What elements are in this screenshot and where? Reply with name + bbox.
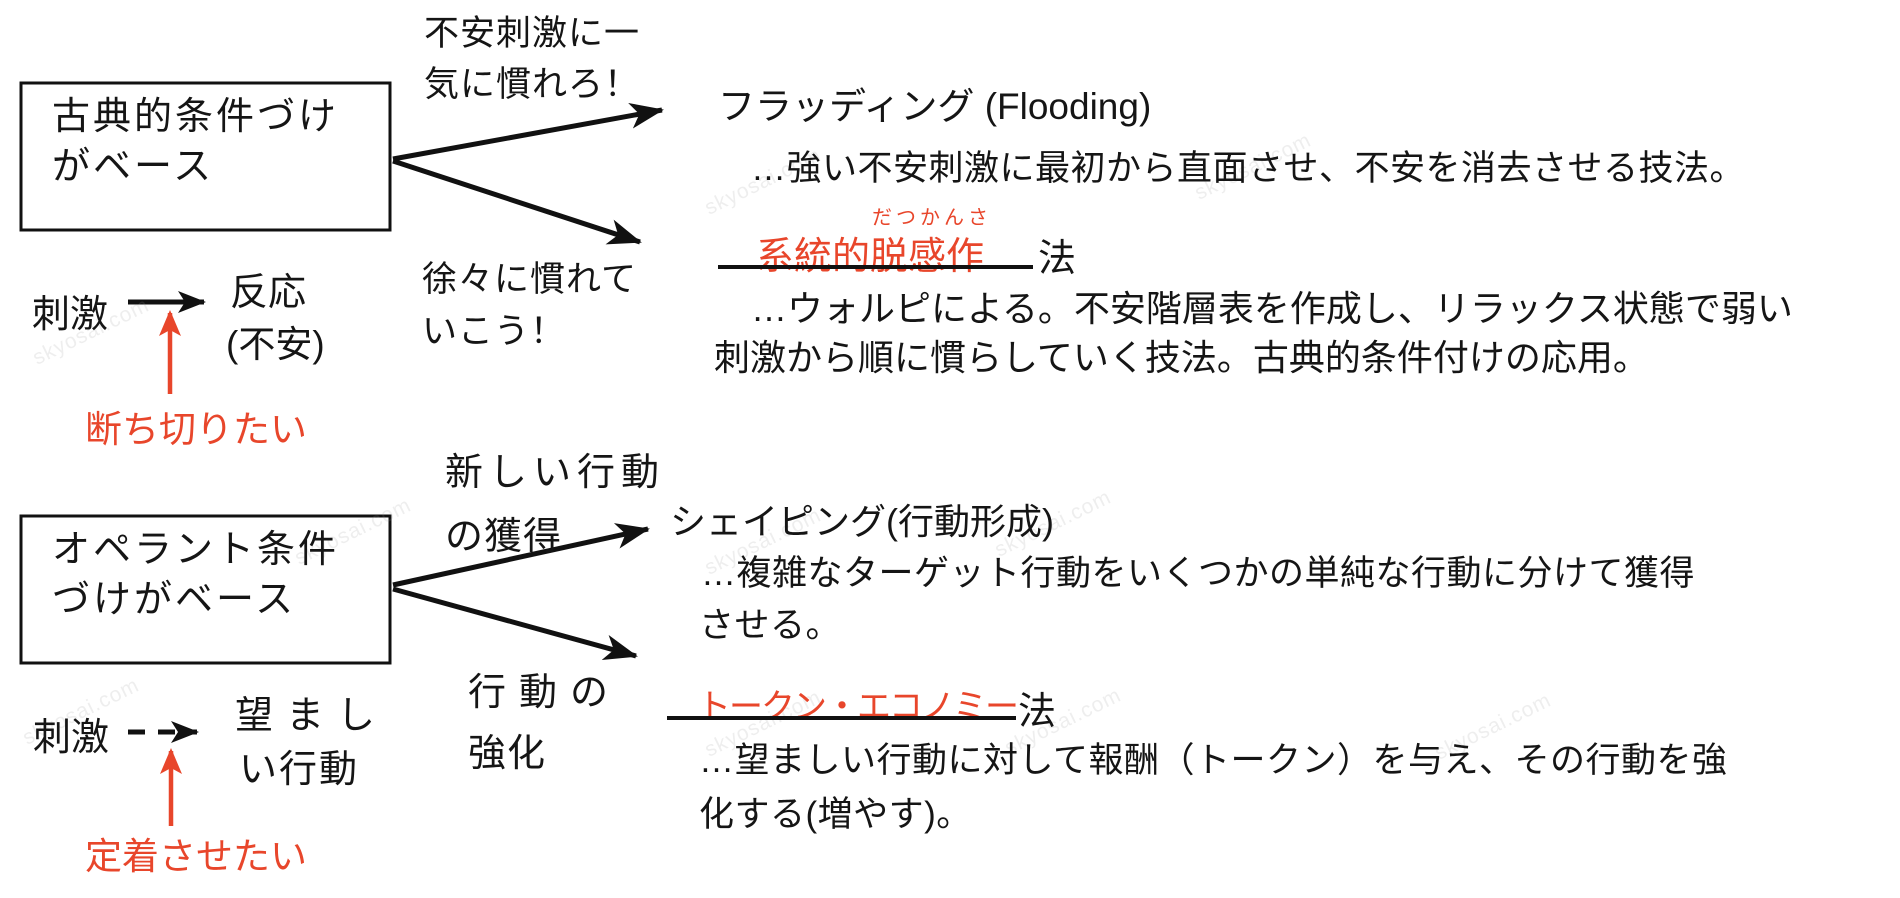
token-economy-blank-underline <box>667 716 1016 720</box>
operant-base-box-label: オペラント条件 づけがベース <box>52 529 340 621</box>
flooding-description: …強い不安刺激に最初から直面させ、不安を消去させる技法。 <box>751 149 1746 188</box>
operant-branch-bottom-line1: 行動の <box>468 672 622 714</box>
arrow-classical-to-desensitization <box>392 158 642 245</box>
desensitization-description-line1: …ウォルピによる。不安階層表を作成し、リラックス状態で弱い <box>751 288 1793 329</box>
classical-red-arrow-label: 断ち切りたい <box>85 409 307 450</box>
desensitization-suffix: 法 <box>1038 238 1077 280</box>
arrow-operant-to-shaping <box>392 523 650 588</box>
desensitization-furigana: だつかんさ <box>872 207 992 229</box>
token-economy-suffix: 法 <box>1018 691 1057 733</box>
operant-branch-top-line1: 新しい行動 <box>445 452 666 494</box>
classical-response-note: (不安) <box>226 324 325 365</box>
desensitization-blank-underline <box>718 265 1033 269</box>
operant-stimulus-label: 刺激 <box>33 717 110 759</box>
operant-branch-bottom-line2: 強化 <box>468 733 547 775</box>
shaping-description-line1: …複雑なターゲット行動をいくつかの単純な行動に分けて獲得 <box>701 554 1696 593</box>
desensitization-description-line2: 刺激から順に慣らしていく技法。古典的条件付けの応用。 <box>714 337 1649 378</box>
operant-branch-top-line2: の獲得 <box>445 516 563 558</box>
classical-base-box-outline <box>19 81 392 232</box>
operant-behavior-line2: い行動 <box>239 749 360 791</box>
classical-branch-bottom-label: 徐々に慣れて いこう！ <box>422 260 637 351</box>
token-economy-description-line1: …望ましい行動に対して報酬（トークン）を与え、その行動を強 <box>699 741 1728 780</box>
token-economy-description-line2: 化する(増やす)。 <box>699 795 972 834</box>
shaping-title: シェイピング(行動形成) <box>670 501 1054 542</box>
shaping-description-line2: させる。 <box>699 606 842 645</box>
classical-base-box-label: 古典的条件づけ がベース <box>52 96 340 188</box>
classical-stimulus-label: 刺激 <box>32 294 109 336</box>
operant-branch-top-label: 新しい行動 の獲得 <box>445 441 665 560</box>
operant-red-arrow-label: 定着させたい <box>85 836 307 877</box>
operant-base-box-outline <box>19 514 392 665</box>
desensitization-answer: 系統的脱感作 <box>756 236 985 278</box>
token-economy-answer: トークン・エコノミー <box>697 688 1019 726</box>
arrow-classical-to-flooding <box>392 102 664 162</box>
arrow-operant-to-token-economy <box>392 586 638 661</box>
flooding-title: フラッディング (Flooding) <box>718 86 1152 127</box>
classical-response-label: 反応 <box>230 272 307 314</box>
operant-branch-bottom-label: 行動の 強化 <box>468 661 621 777</box>
classical-branch-top-label: 不安刺激に一 気に慣れろ！ <box>424 14 641 104</box>
operant-behavior-line1: 望まし <box>235 695 389 737</box>
